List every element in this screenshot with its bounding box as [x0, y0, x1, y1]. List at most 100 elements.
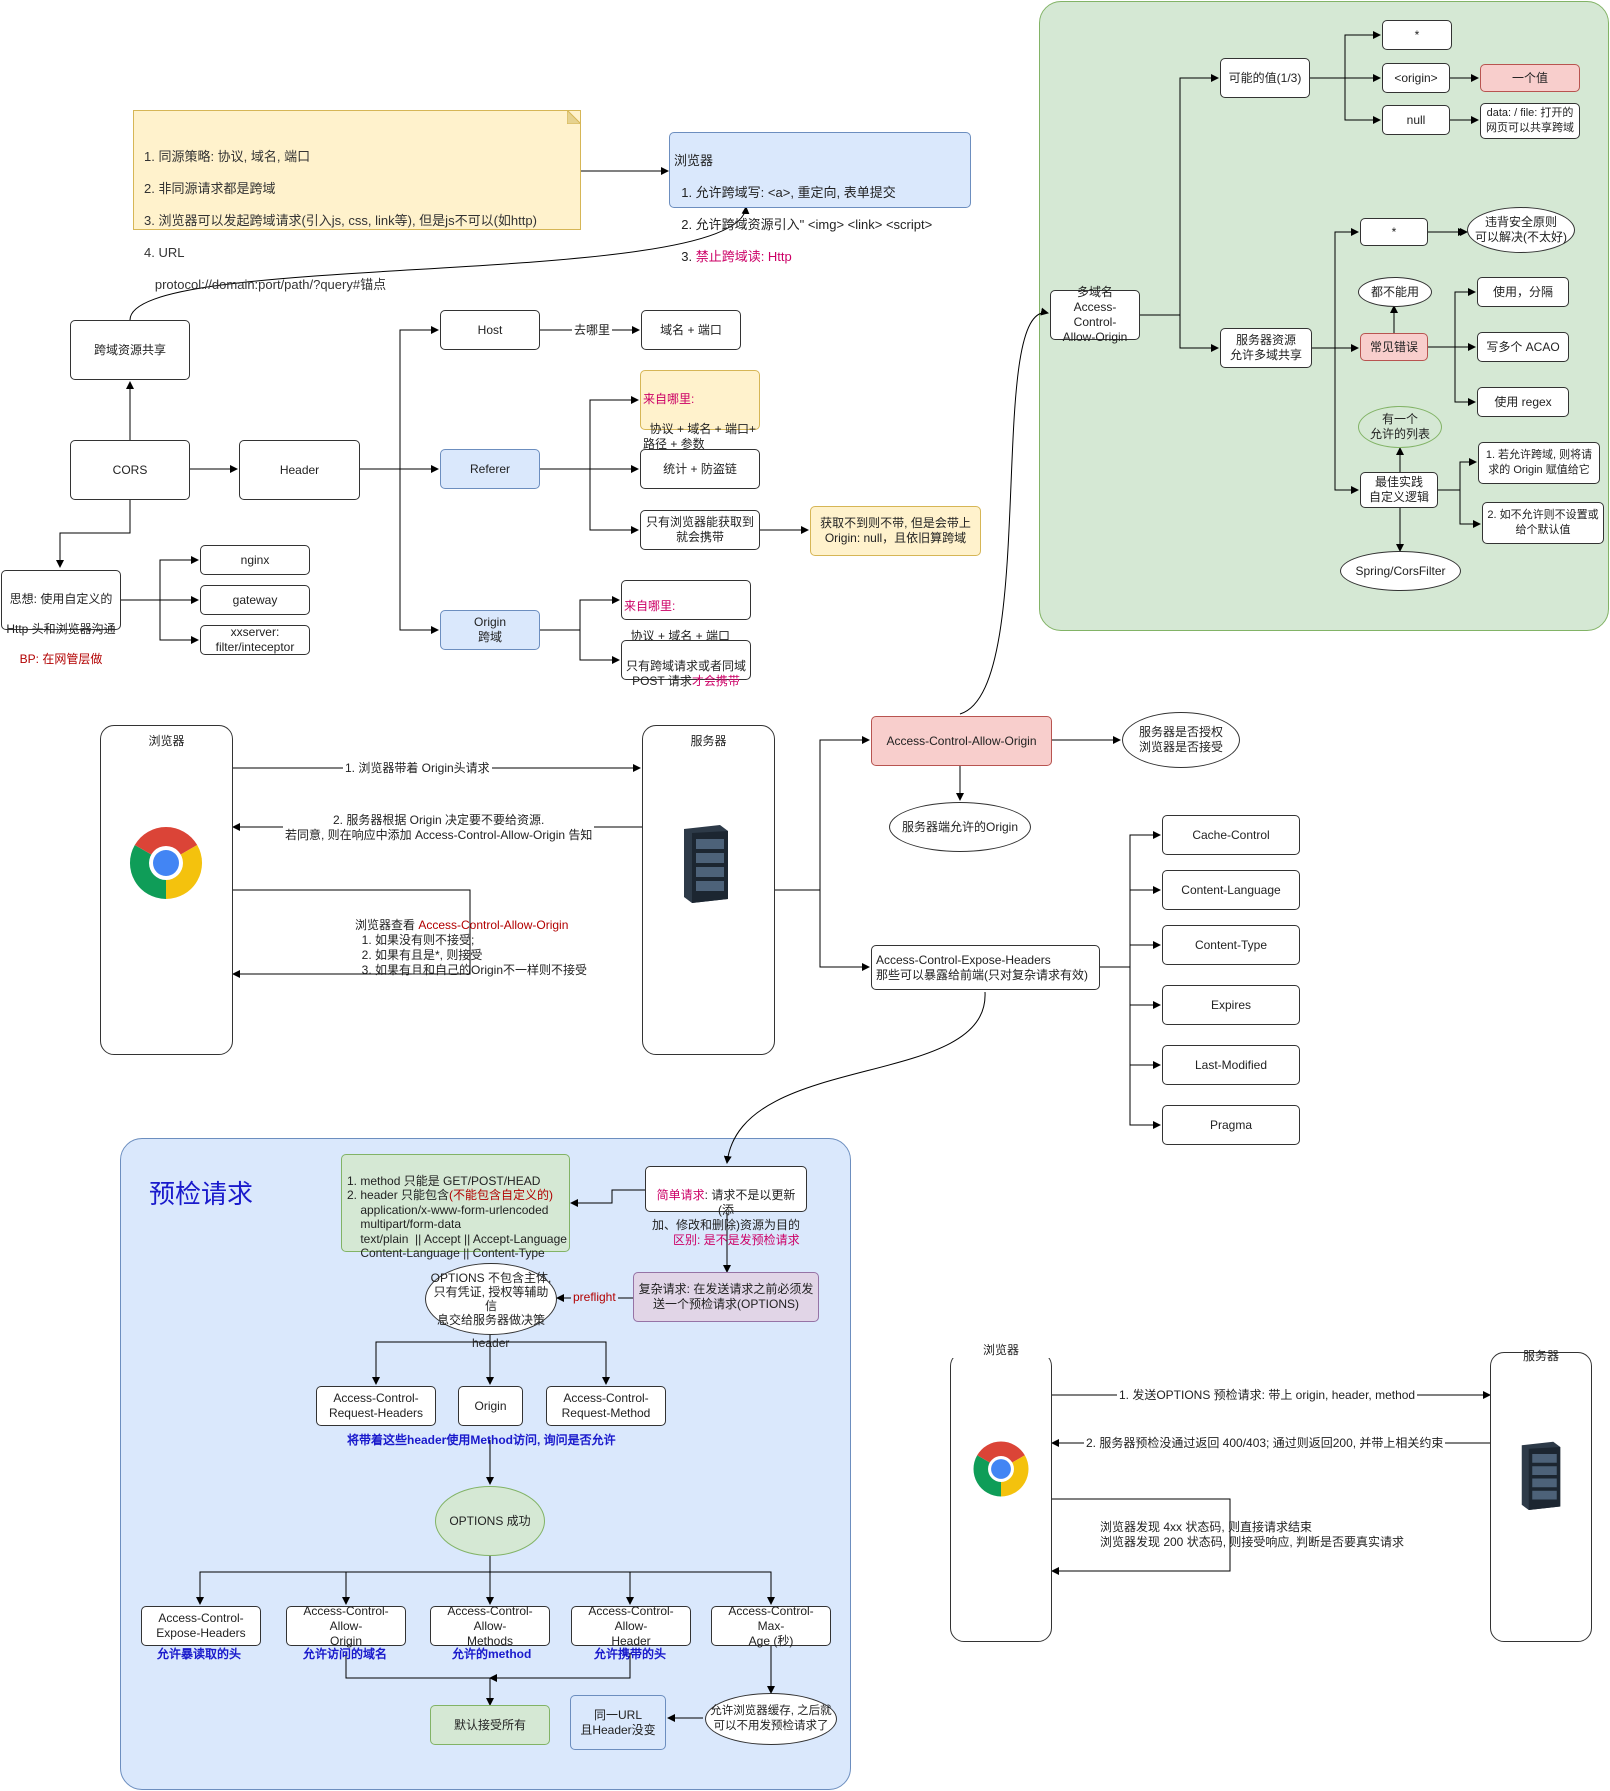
simple-cond-red: (不能包含自定义的) — [449, 1188, 554, 1202]
many-acao-node: 写多个 ACAO — [1477, 332, 1569, 362]
referer-null-node: 获取不到则不带, 但是会带上 Origin: null，且依旧算跨域 — [810, 506, 981, 556]
resp-expose-headers-node: Access-Control- Expose-Headers — [141, 1606, 261, 1646]
wildcard-node: * — [1360, 218, 1428, 246]
preflight-title: 预检请求 — [149, 1179, 254, 1209]
chrome-icon-2 — [973, 1441, 1029, 1497]
host-value-node: 域名 + 端口 — [641, 310, 741, 350]
origin-from-title: 来自哪里: — [624, 599, 676, 613]
gateway-node: gateway — [200, 585, 310, 615]
origin-from-body: 协议 + 域名 + 端口 — [624, 629, 731, 643]
expose-item-last-modified: Last-Modified — [1162, 1045, 1300, 1085]
referer-stat-node: 统计 + 防盗链 — [640, 449, 760, 489]
browser-rules-line-3-prefix: 3. — [674, 249, 696, 264]
flow1-msg-3: 浏览器查看 Access-Control-Allow-Origin 1. 如果没… — [355, 903, 587, 993]
flow2-msg-2: 2. 服务器预检没通过返回 400/403; 通过则返回200, 并带上相关约束 — [1084, 1436, 1446, 1451]
chrome-icon — [129, 827, 203, 899]
flow2-browser-title: 浏览器 — [951, 1341, 1051, 1358]
browser-rules-line-3-text: 禁止跨域读: Http — [695, 249, 792, 264]
host-edge-label: 去哪里 — [572, 323, 613, 338]
flow2-msg-3: 浏览器发现 4xx 状态码, 则直接请求结束 浏览器发现 200 状态码, 则接… — [1100, 1520, 1405, 1549]
resp-allow-methods-node: Access-Control-Allow- Methods — [430, 1604, 550, 1648]
cors-share-node: 跨域资源共享 — [70, 320, 190, 380]
flow2-browser-lifeline: 浏览器 — [950, 1341, 1052, 1642]
server-rack-icon — [684, 825, 728, 903]
browser-rules-title: 浏览器 — [674, 153, 714, 168]
expose-item-content-type: Content-Type — [1162, 925, 1300, 965]
browser-cache-node: 允许浏览器缓存, 之后就 可以不用发预检请求了 — [705, 1693, 837, 1745]
resp-allow-origin-node: Access-Control-Allow- Origin — [286, 1604, 406, 1648]
cors-node: CORS — [70, 440, 190, 500]
flow1-msg-3-prefix: 浏览器查看 — [355, 918, 419, 932]
resp-max-age-node: Access-Control-Max- Age (秒) — [711, 1604, 831, 1648]
simple-conditions-node: 1. method 只能是 GET/POST/HEAD 2. header 只能… — [341, 1154, 570, 1260]
note-fold-icon — [567, 110, 581, 124]
best-practice-node: 最佳实践 自定义逻辑 — [1360, 472, 1438, 508]
expose-item-content-language: Content-Language — [1162, 870, 1300, 910]
flow1-server-title: 服务器 — [690, 734, 727, 748]
multi-share-node: 服务器资源 允许多域共享 — [1220, 328, 1312, 368]
same-url-node: 同一URL 且Header没变 — [570, 1695, 666, 1750]
resp-note-origin: 允许访问的域名 — [303, 1647, 388, 1661]
common-error-node: 常见错误 — [1360, 333, 1428, 361]
value-origin-node: <origin> — [1382, 63, 1450, 93]
origin-header-node: Origin 跨域 — [440, 610, 540, 650]
flow2-server-title: 服务器 — [1522, 1349, 1559, 1363]
expose-item-expires: Expires — [1162, 985, 1300, 1025]
req-headers-node: Access-Control- Request-Headers — [316, 1386, 436, 1426]
one-value-node: 一个值 — [1480, 64, 1580, 92]
expose-item-cache-control: Cache-Control — [1162, 815, 1300, 855]
allow-rule-1-node: 1. 若允许跨域, 则将请 求的 Origin 赋值给它 — [1478, 442, 1600, 484]
use-regex-node: 使用 regex — [1477, 387, 1569, 417]
use-comma-node: 使用，分隔 — [1477, 277, 1569, 307]
cannot-use-node: 都不能用 — [1358, 277, 1432, 307]
acao-carries-node: 服务器端允许的Origin — [889, 802, 1031, 852]
simple-request-node: 简单请求: 请求不是以更新(添 加、修改和删除)资源为目的 — [645, 1166, 807, 1232]
cors-idea-line-1: 思想: 使用自定义的 — [9, 592, 113, 606]
resp-allow-header-node: Access-Control-Allow- Header — [571, 1604, 691, 1648]
multi-domain-node: 多域名 Access-Control- Allow-Origin — [1050, 285, 1140, 344]
simple-request-title: 简单请求 — [656, 1188, 705, 1202]
allow-rule-2-node: 2. 如不允许则不设置或 给个默认值 — [1482, 502, 1604, 544]
referer-from-node: 来自哪里: 协议 + 域名 + 端口+ 路径 + 参数 — [640, 370, 760, 451]
simple-request-body: : 请求不是以更新(添 加、修改和删除)资源为目的 — [652, 1188, 800, 1232]
origin-when-node: 只有跨域请求或者同域 POST 请求才会携带 — [621, 640, 751, 688]
req-method-node: Access-Control- Request-Method — [546, 1386, 666, 1426]
origin-when-red: 才会携带 — [691, 674, 740, 688]
note-line-1: 1. 同源策略: 协议, 域名, 端口 — [144, 149, 311, 164]
violate-security-node: 违背安全原则 可以解决(不太好) — [1467, 207, 1575, 253]
req-origin-node: Origin — [458, 1386, 523, 1426]
preflight-edge-label: preflight — [571, 1290, 618, 1305]
possible-values-node: 可能的值(1/3) — [1220, 58, 1310, 98]
options-desc-node: OPTIONS 不包含主体, 只有凭证, 授权等辅助信 息交给服务器做决策 — [425, 1263, 557, 1335]
flow1-msg-3-rest: 1. 如果没有则不接受; 2. 如果有且是*, 则接受 3. 如果有且和自己的O… — [361, 933, 588, 977]
cors-idea-line-2: Http 头和浏览器沟通 — [6, 622, 116, 636]
options-success-node: OPTIONS 成功 — [435, 1486, 545, 1556]
host-node: Host — [440, 310, 540, 350]
cors-idea-node: 思想: 使用自定义的 Http 头和浏览器沟通 BP: 在网管层做 — [1, 570, 121, 666]
note-line-3: 3. 浏览器可以发起跨域请求(引入js, css, link等), 但是js不可… — [144, 213, 537, 228]
xxserver-node: xxserver: filter/inteceptor — [200, 625, 310, 655]
browser-rules-line-2: 2. 允许跨域资源引入" <img> <link> <script> — [674, 217, 933, 232]
expose-headers-node: Access-Control-Expose-Headers 那些可以暴露给前端(… — [871, 945, 1100, 990]
referer-node: Referer — [440, 449, 540, 489]
resp-note-expose: 允许暴读取的头 — [157, 1647, 242, 1661]
nginx-node: nginx — [200, 545, 310, 575]
complex-request-node: 复杂请求: 在发送请求之前必须发 送一个预检请求(OPTIONS) — [633, 1272, 819, 1322]
note-line-4: 4. URL — [144, 245, 185, 260]
same-origin-note: 1. 同源策略: 协议, 域名, 端口 2. 非同源请求都是跨域 3. 浏览器可… — [133, 110, 581, 292]
data-file-node: data: / file: 打开的 网页可以共享跨域 — [1480, 103, 1580, 139]
header-node: Header — [239, 440, 360, 500]
flow2-msg-1: 1. 发送OPTIONS 预检请求: 带上 origin, header, me… — [1117, 1388, 1418, 1403]
referer-from-title: 来自哪里: — [643, 392, 695, 406]
diff-label: 区别: 是不是发预检请求 — [673, 1233, 800, 1247]
value-star-node: * — [1382, 20, 1452, 50]
spring-corsfilter-node: Spring/CorsFilter — [1340, 551, 1461, 591]
value-null-node: null — [1382, 105, 1450, 135]
referer-browser-node: 只有浏览器能获取到 就会携带 — [640, 510, 760, 550]
flow1-browser-title: 浏览器 — [148, 734, 185, 748]
note-line-2: 2. 非同源请求都是跨域 — [144, 181, 276, 196]
header-branch-label: header — [472, 1336, 510, 1350]
acao-auth-node: 服务器是否授权 浏览器是否接受 — [1122, 712, 1240, 768]
browser-rules-line-1: 1. 允许跨域写: <a>, 重定向, 表单提交 — [674, 185, 896, 200]
